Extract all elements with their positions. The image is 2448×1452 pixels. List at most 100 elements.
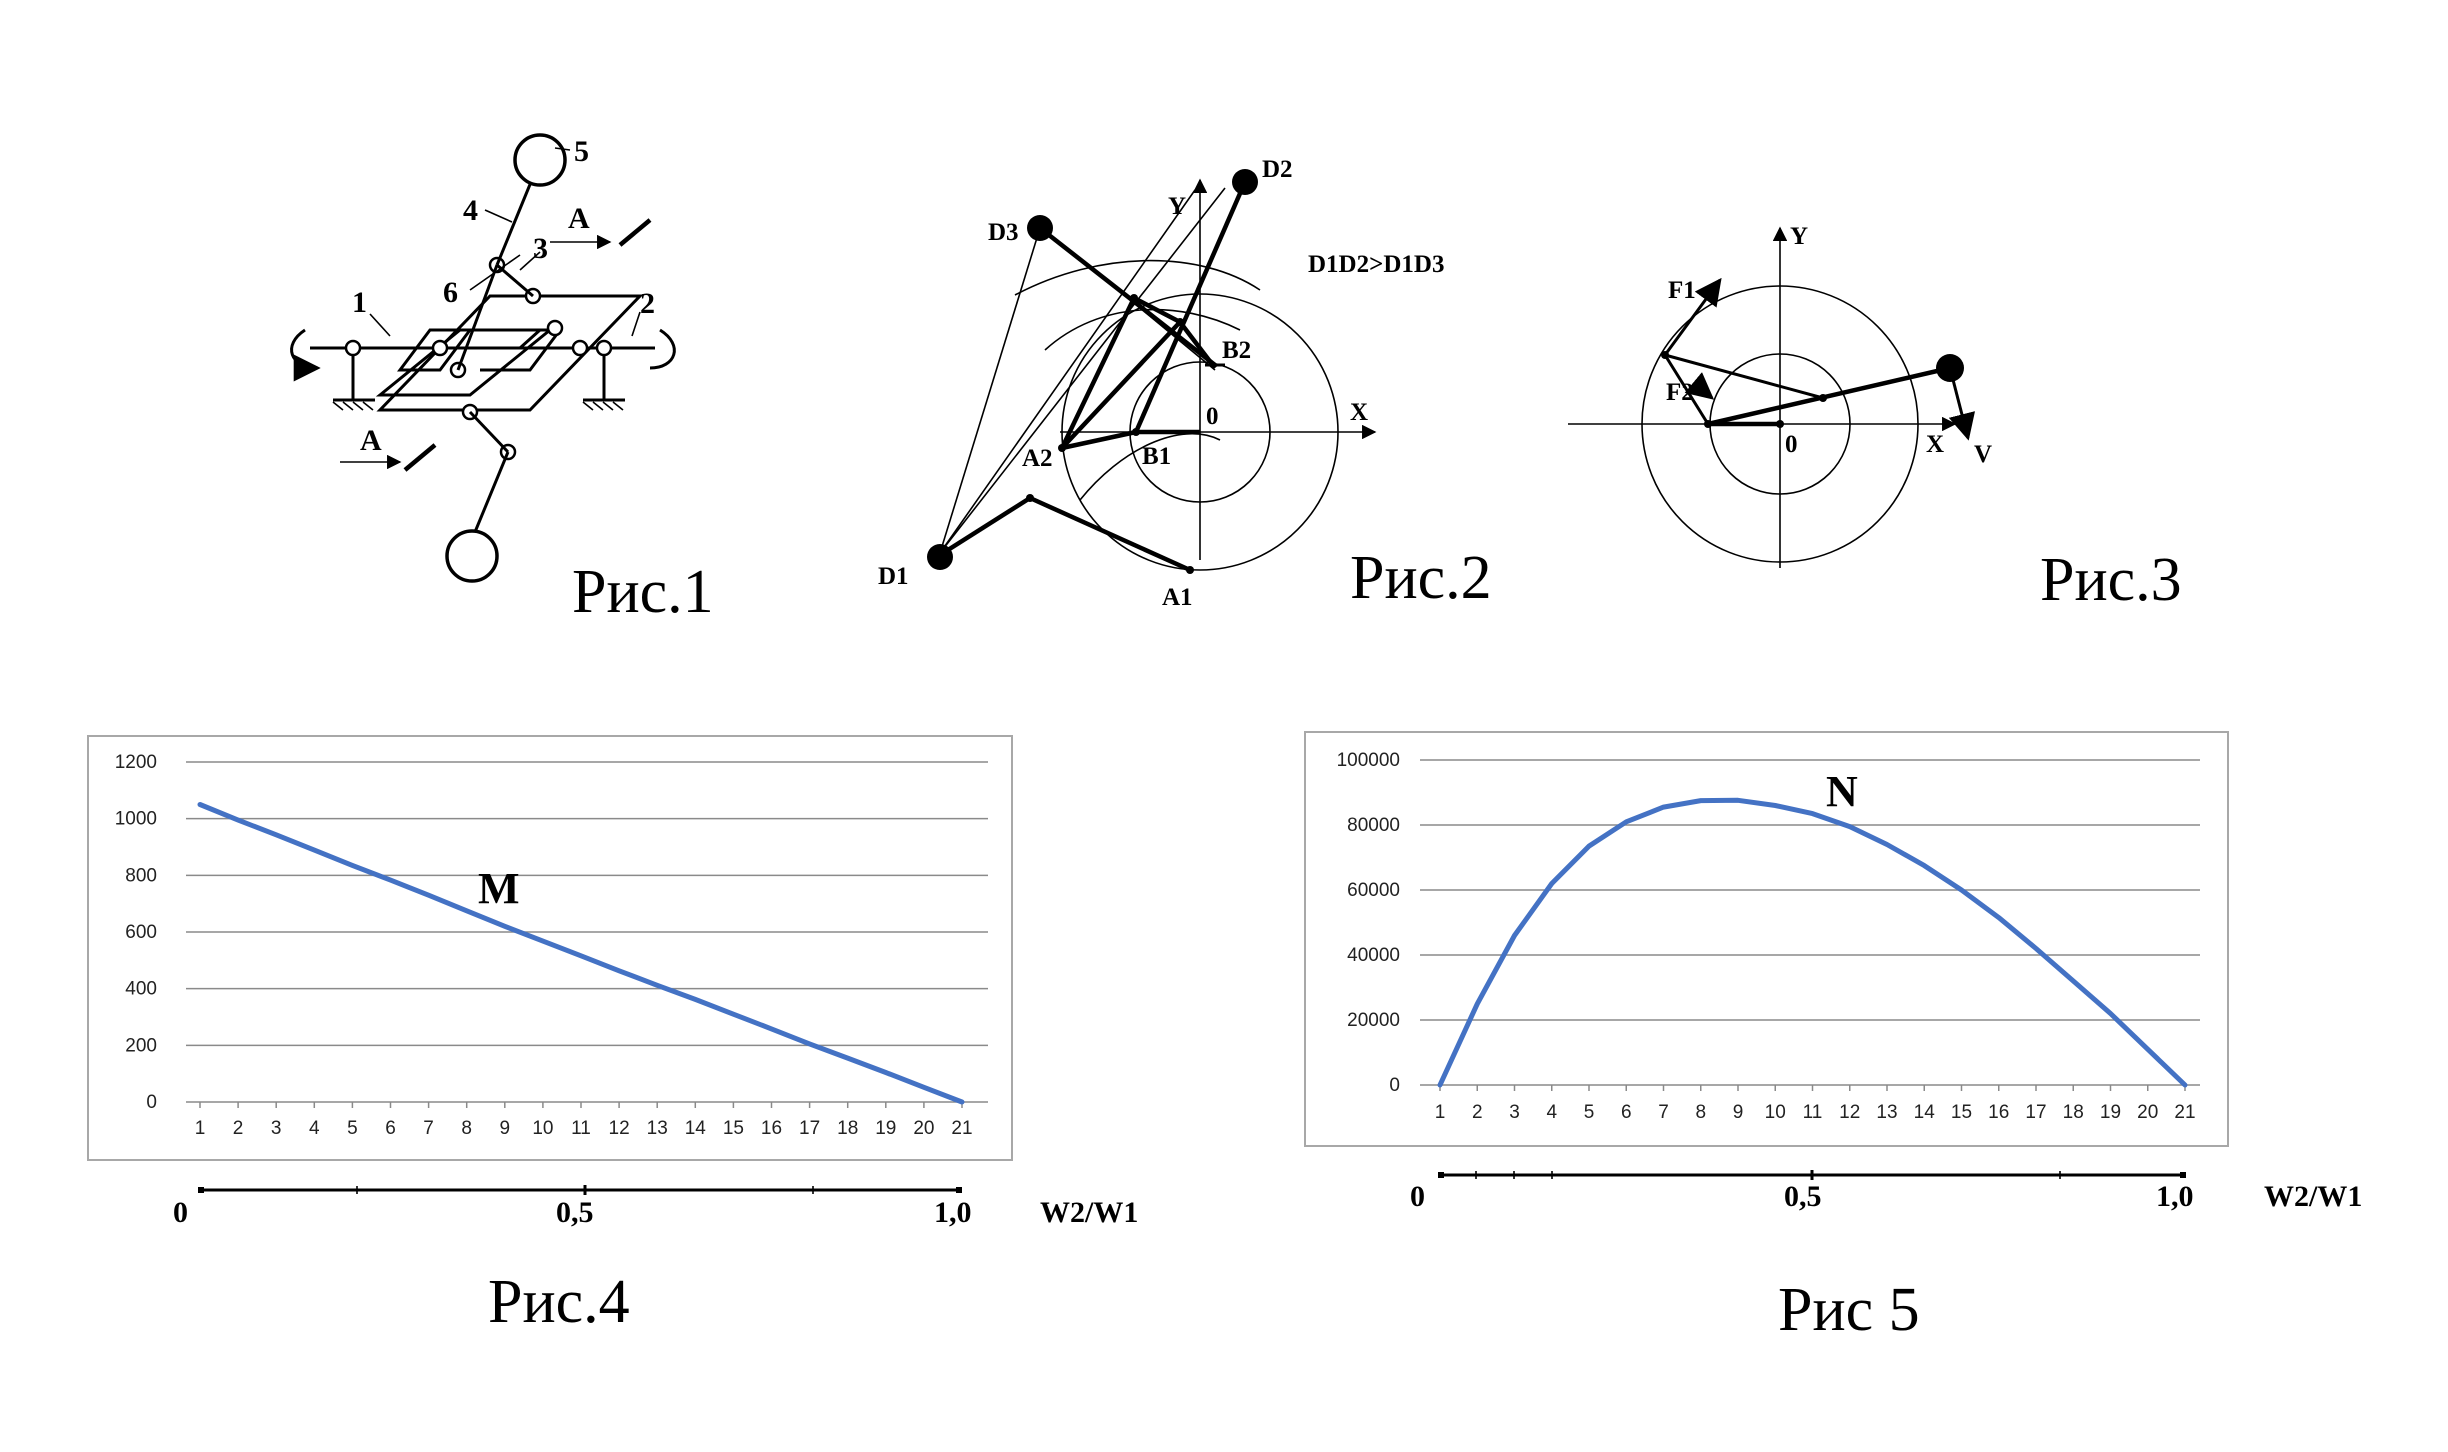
x-tick-label: 1 xyxy=(195,1118,206,1139)
fig3-label-v: V xyxy=(1974,441,1992,468)
x-tick-label: 8 xyxy=(1695,1102,1706,1123)
y-tick-label: 80000 xyxy=(1347,815,1400,836)
x-tick-label: 3 xyxy=(1509,1102,1520,1123)
data-point xyxy=(2034,947,2038,950)
fig5-ratio-end: 1,0 xyxy=(2156,1180,2194,1213)
y-tick-label: 0 xyxy=(1389,1075,1400,1096)
data-point xyxy=(1811,812,1814,816)
fig3-label-f1: F1 xyxy=(1668,277,1696,304)
data-point xyxy=(731,1012,735,1016)
x-tick-label: 10 xyxy=(532,1118,553,1139)
data-point xyxy=(922,1085,926,1089)
data-point xyxy=(465,909,469,913)
x-tick-label: 5 xyxy=(347,1118,358,1139)
data-point xyxy=(274,833,278,837)
data-point xyxy=(1587,844,1591,848)
data-point xyxy=(1475,1002,1479,1006)
fig2-label-b1: B1 xyxy=(1142,443,1171,470)
fig1-mechanism: 5 4 3 6 1 2 A A Рис.1 xyxy=(290,133,714,626)
x-tick-label: 16 xyxy=(1988,1102,2009,1123)
fig2-geometry: D1 D2 D3 A1 A2 B1 B2 X Y 0 D1D2>D1D3 Рис… xyxy=(878,156,1492,612)
x-tick-label: 11 xyxy=(1803,1102,1823,1123)
x-tick-label: 17 xyxy=(2025,1102,2046,1123)
fig4-caption: Рис.4 xyxy=(488,1268,630,1336)
fig1-label-1: 1 xyxy=(352,286,367,319)
fig2-label-x: X xyxy=(1350,399,1368,426)
data-point xyxy=(579,954,583,958)
x-tick-label: 18 xyxy=(837,1118,858,1139)
fig4-series-label: M xyxy=(478,864,520,913)
fig5-gridlines xyxy=(1420,759,2200,1086)
y-tick-label: 1000 xyxy=(115,809,157,830)
x-tick-label: 18 xyxy=(2063,1102,2084,1123)
data-point xyxy=(350,863,354,867)
x-tick-label: 6 xyxy=(385,1118,396,1139)
fig1-caption: Рис.1 xyxy=(572,558,714,626)
fig3-caption: Рис.3 xyxy=(2040,546,2182,614)
fig5-series-label: N xyxy=(1826,767,1858,816)
fig2-label-b2: B2 xyxy=(1222,337,1251,364)
fig4-gridlines xyxy=(186,761,988,1103)
fig5-chart-frame xyxy=(1304,731,2229,1147)
fig2-label-a1: A1 xyxy=(1162,584,1193,611)
data-point xyxy=(1848,825,1852,829)
data-point xyxy=(1885,843,1889,846)
fig5-ratio-mid: 0,5 xyxy=(1784,1180,1822,1213)
data-point xyxy=(1624,820,1628,824)
x-tick-label: 19 xyxy=(875,1118,896,1139)
fig2-label-d2: D2 xyxy=(1262,156,1293,183)
x-tick-label: 4 xyxy=(1546,1102,1557,1123)
fig4-series xyxy=(197,802,965,1105)
fig2-label-d3: D3 xyxy=(988,219,1019,246)
x-tick-label: 7 xyxy=(1658,1102,1669,1123)
x-tick-label: 2 xyxy=(233,1118,244,1139)
y-tick-label: 1200 xyxy=(115,752,157,773)
fig1-label-4: 4 xyxy=(463,194,478,227)
y-tick-label: 40000 xyxy=(1347,945,1400,966)
data-point xyxy=(2146,1047,2150,1051)
data-point xyxy=(1997,916,2001,920)
x-tick-label: 11 xyxy=(571,1118,591,1139)
data-point xyxy=(236,818,240,822)
data-point xyxy=(427,893,431,897)
data-point xyxy=(1662,805,1665,809)
fig4-ratio-mid: 0,5 xyxy=(556,1196,594,1229)
fig4-chart-frame xyxy=(87,735,1013,1161)
data-point xyxy=(2071,979,2075,983)
fig3-forces: Y X 0 F1 F2 V Рис.3 xyxy=(1568,223,2182,614)
fig1-label-5: 5 xyxy=(574,135,589,168)
fig2-relation: D1D2>D1D3 xyxy=(1308,251,1444,278)
x-tick-label: 14 xyxy=(685,1118,707,1139)
data-point xyxy=(846,1056,850,1060)
data-point xyxy=(808,1042,812,1046)
fig3-label-x: X xyxy=(1926,431,1944,458)
y-tick-label: 0 xyxy=(146,1092,157,1113)
data-point xyxy=(503,924,507,928)
x-tick-label: 19 xyxy=(2100,1102,2121,1123)
x-tick-label: 10 xyxy=(1765,1102,1786,1123)
data-point xyxy=(1438,1083,1442,1087)
data-point xyxy=(2183,1083,2187,1087)
y-tick-label: 100000 xyxy=(1337,750,1400,771)
x-tick-label: 17 xyxy=(799,1118,820,1139)
x-tick-label: 15 xyxy=(723,1118,744,1139)
data-point xyxy=(1699,799,1703,803)
x-tick-label: 15 xyxy=(1951,1102,1972,1123)
y-tick-label: 60000 xyxy=(1347,880,1400,901)
data-point xyxy=(198,803,202,806)
x-tick-label: 7 xyxy=(423,1118,434,1139)
y-tick-label: 20000 xyxy=(1347,1010,1400,1031)
fig1-label-a-top: A xyxy=(568,202,590,235)
data-point xyxy=(1773,804,1777,807)
y-tick-label: 200 xyxy=(125,1035,157,1056)
x-tick-label: 9 xyxy=(1733,1102,1744,1123)
x-tick-label: 12 xyxy=(609,1118,630,1139)
fig4-ratio-label: W2/W1 xyxy=(1040,1196,1138,1229)
data-point xyxy=(693,997,697,1001)
x-tick-label: 4 xyxy=(309,1118,320,1139)
data-point xyxy=(1550,882,1554,885)
fig2-caption: Рис.2 xyxy=(1350,544,1492,612)
